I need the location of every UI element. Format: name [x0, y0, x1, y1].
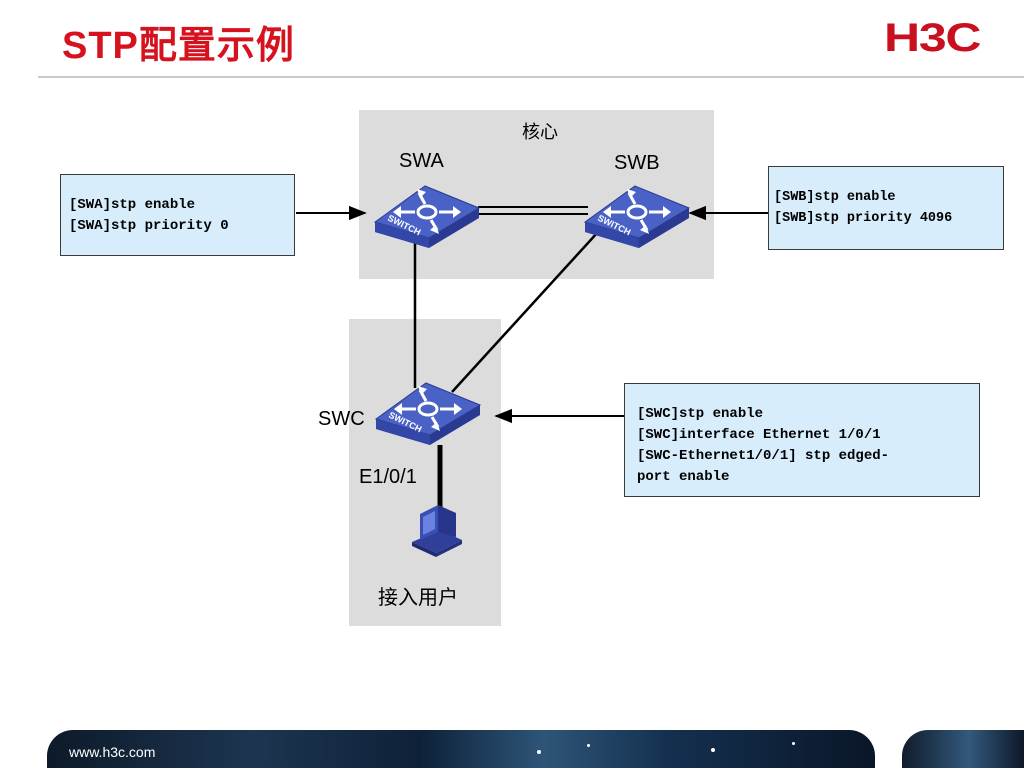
config-swb-line-1: [SWB]stp enable: [774, 190, 896, 205]
port-label: E1/0/1: [359, 466, 417, 488]
link-swb-swc: [451, 231, 599, 393]
config-swc-line-3: [SWC-Ethernet1/0/1] stp edged-: [637, 448, 890, 464]
core-label: 核心: [522, 122, 558, 142]
access-zone: [349, 319, 501, 626]
swa-label: SWA: [399, 150, 444, 172]
config-swb-line-2: [SWB]stp priority 4096: [774, 211, 953, 226]
config-box-swa: [SWA]stp enable [SWA]stp priority 0: [60, 174, 295, 256]
config-swa-line-1: [SWA]stp enable: [69, 197, 196, 213]
config-box-swc: [SWC]stp enable [SWC]interface Ethernet …: [624, 383, 980, 497]
title-divider: [38, 76, 1024, 78]
config-swc-line-4: port enable: [637, 469, 730, 485]
footer-banner-right: [902, 730, 1024, 768]
footer-banner: www.h3c.com: [47, 730, 875, 768]
page-title: STP配置示例: [62, 25, 295, 67]
config-swa-line-2: [SWA]stp priority 0: [69, 218, 229, 234]
h3c-logo: H3C: [884, 16, 982, 60]
config-swc-line-2: [SWC]interface Ethernet 1/0/1: [637, 427, 881, 443]
user-label: 接入用户: [378, 587, 458, 609]
swc-label: SWC: [318, 408, 365, 430]
config-swc-line-1: [SWC]stp enable: [637, 406, 764, 422]
config-box-swb: [SWB]stp enable [SWB]stp priority 4096: [768, 166, 1004, 250]
footer-url-link[interactable]: www.h3c.com: [69, 744, 156, 760]
swb-label: SWB: [614, 152, 660, 174]
pc-icon: [412, 505, 462, 557]
